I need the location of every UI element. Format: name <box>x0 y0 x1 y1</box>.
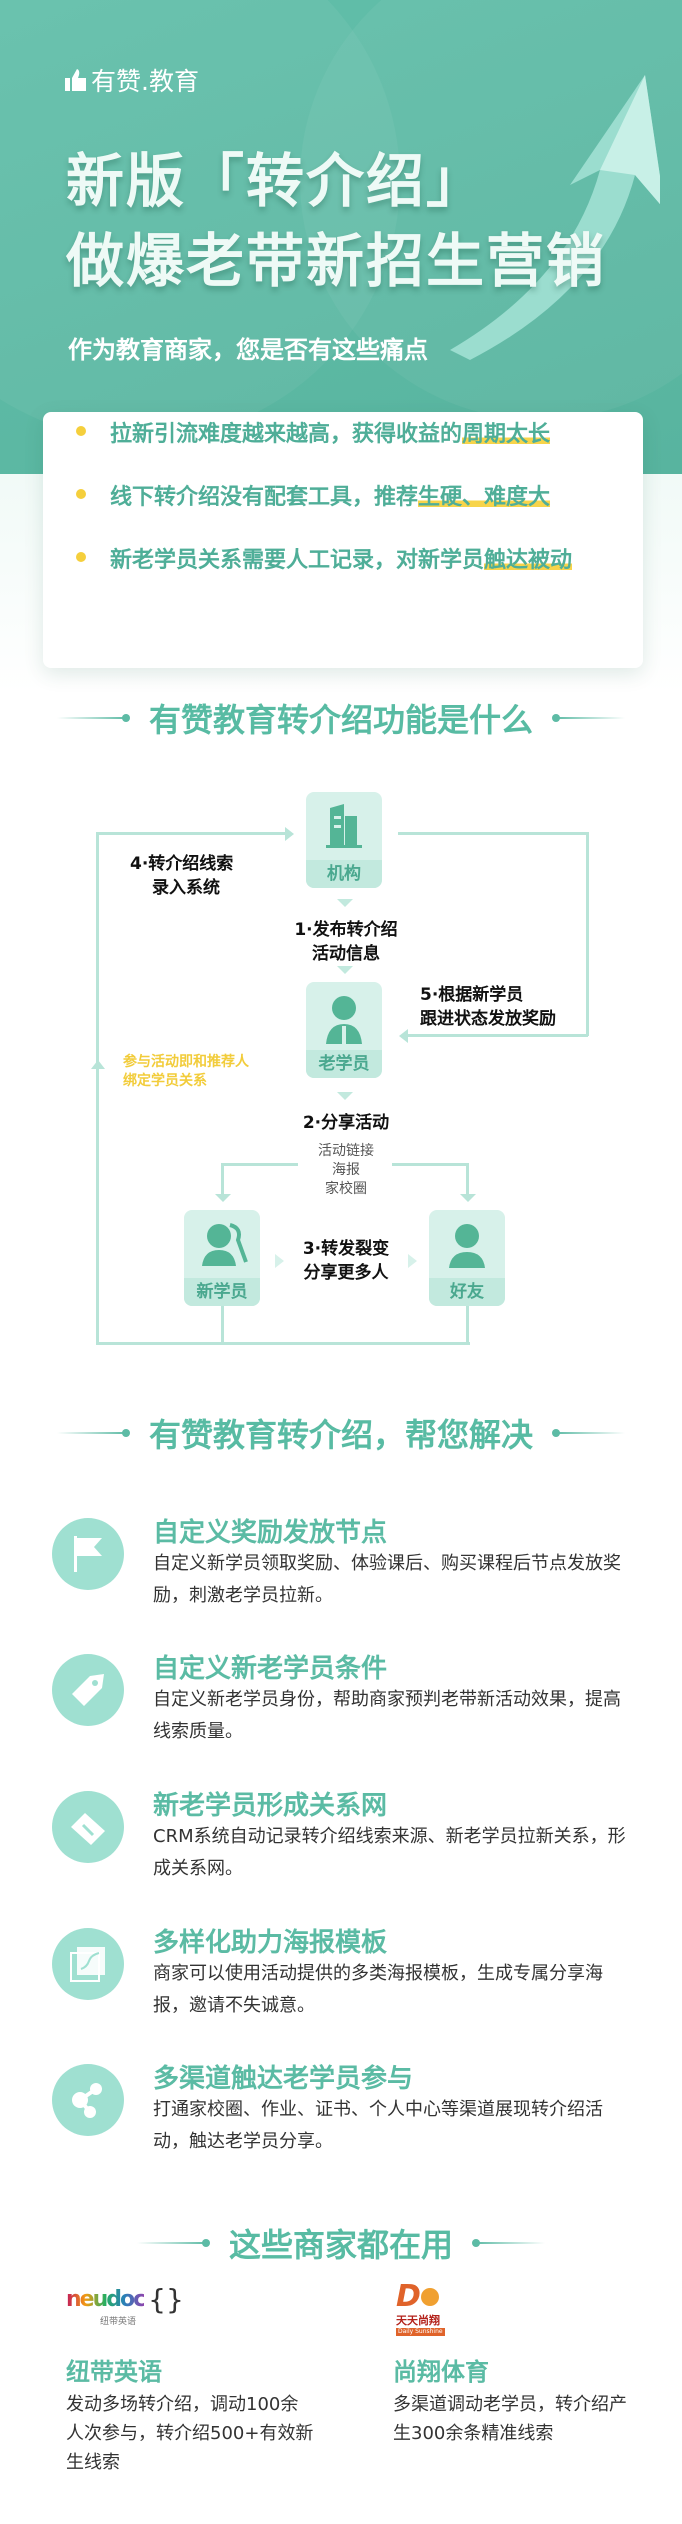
logo-caption: 纽带英语 <box>100 2317 137 2327</box>
bullet-dot <box>76 552 86 562</box>
handshake-icon <box>52 1791 124 1863</box>
arrow-down-icon <box>337 899 353 907</box>
step5-label: 5·根据新学员跟进状态发放奖励 <box>420 985 556 1029</box>
logo-text: 有赞.教育 <box>91 67 199 96</box>
building-icon <box>326 804 362 848</box>
flow-line <box>221 1163 224 1195</box>
headline-line2: 做爆老带新招生营销 <box>66 227 607 295</box>
hero-banner: 有赞.教育 新版「转介绍」 做爆老带新招生营销 作为教育商家，您是否有这些痛点 <box>0 0 682 474</box>
divider <box>56 714 130 722</box>
divider <box>552 714 625 722</box>
step2-label: 2·分享活动 <box>302 1113 390 1133</box>
arrow-down-icon <box>337 966 353 974</box>
bullet-dot <box>76 426 86 436</box>
flow-line <box>392 1163 469 1166</box>
flow-line <box>96 832 99 1344</box>
feature-title: 多样化助力海报模板 <box>153 1928 388 1958</box>
pain-point-highlight: 触达被动 <box>484 548 573 573</box>
merchants-section-title: 这些商家都在用 <box>0 2220 682 2266</box>
divider <box>56 1429 130 1437</box>
logo-braces: {} <box>148 2283 184 2316</box>
flow-line <box>221 1306 224 1344</box>
binding-note: 参与活动即和推荐人绑定学员关系 <box>123 1054 249 1089</box>
flow-line <box>96 832 286 835</box>
arrow-right-icon <box>285 827 294 841</box>
merchant-desc: 多渠道调动老学员，转介绍产生300余条精准线索 <box>393 2394 627 2444</box>
divider <box>136 2239 210 2247</box>
merchant-name: 纽带英语 <box>66 2358 162 2386</box>
pain-point-item: 拉新引流难度越来越高，获得收益的周期太长 <box>110 422 551 447</box>
logo-wordmark: 天天尚翔 <box>396 2314 440 2327</box>
step4-label: 4·转介绍线索录入系统 <box>130 854 234 898</box>
node-label: 好友 <box>429 1278 505 1306</box>
share-channels: 活动链接海报家校圈 <box>318 1143 374 1197</box>
brand-logo: 有赞.教育 <box>65 62 199 98</box>
pain-points-card <box>43 412 643 668</box>
pain-point-highlight: 周期太长 <box>462 422 551 447</box>
node-label: 新学员 <box>184 1278 260 1306</box>
tag-icon <box>52 1654 124 1726</box>
feature-title: 多渠道触达老学员参与 <box>153 2064 414 2094</box>
arrow-right-icon <box>275 1254 284 1268</box>
shangxiang-logo: D 天天尚翔 Daily Sunshine <box>396 2280 466 2336</box>
feature-title: 新老学员形成关系网 <box>153 1791 388 1821</box>
flag-icon <box>52 1518 124 1590</box>
feature-desc: 商家可以使用活动提供的多类海报模板，生成专属分享海报，邀请不失诚意。 <box>153 1963 603 2016</box>
pain-points-subtitle: 作为教育商家，您是否有这些痛点 <box>68 336 428 364</box>
feature-title: 自定义新老学员条件 <box>153 1654 388 1684</box>
divider <box>552 1429 625 1437</box>
feature-title: 自定义奖励发放节点 <box>153 1518 388 1548</box>
node-friend: 好友 <box>429 1210 505 1306</box>
merchant-desc: 发动多场转介绍，调动100余人次参与，转介绍500+有效新生线索 <box>66 2394 314 2473</box>
flow-line <box>586 832 589 1036</box>
up-arrow-graphic <box>450 75 660 360</box>
arrow-down-icon <box>460 1194 476 1202</box>
step3-label: 3·转发裂变分享更多人 <box>302 1239 390 1283</box>
pain-point-item: 新老学员关系需要人工记录，对新学员触达被动 <box>110 548 573 573</box>
person-icon <box>326 996 362 1044</box>
users-icon <box>202 1223 248 1266</box>
bullet-dot <box>76 489 86 499</box>
node-old-student: 老学员 <box>306 982 382 1078</box>
flow-line <box>96 1342 470 1345</box>
arrow-right-icon <box>408 1254 417 1268</box>
merchant-name: 尚翔体育 <box>393 2358 489 2386</box>
arrow-up-icon <box>91 1060 105 1069</box>
flow-line <box>466 1163 469 1195</box>
thumbs-up-icon <box>65 69 86 91</box>
pain-point-item: 线下转介绍没有配套工具，推荐生硬、难度大 <box>110 485 551 510</box>
feature-desc: 自定义新学员领取奖励、体验课后、购买课程后节点发放奖励，刺激老学员拉新。 <box>153 1553 621 1606</box>
feature-desc: CRM系统自动记录转介绍线索来源、新老学员拉新关系，形成关系网。 <box>153 1826 626 1879</box>
arrow-down-icon <box>337 1092 353 1100</box>
flow-line <box>398 832 588 835</box>
arrow-down-icon <box>215 1194 231 1202</box>
arrow-left-icon <box>399 1029 408 1043</box>
neudoc-logo: neudoc{} 纽带英语 <box>66 2284 206 2328</box>
share-icon <box>52 2064 124 2136</box>
flow-line <box>221 1163 298 1166</box>
poster-icon <box>52 1928 124 2000</box>
node-org: 机构 <box>306 792 382 888</box>
person-icon <box>449 1224 485 1268</box>
node-label: 机构 <box>306 860 382 888</box>
pain-point-highlight: 生硬、难度大 <box>418 485 551 510</box>
logo-caption: Daily Sunshine <box>396 2328 445 2336</box>
node-new-student: 新学员 <box>184 1210 260 1306</box>
logo-mark: D <box>396 2280 439 2314</box>
flow-line <box>408 1034 588 1037</box>
features-section-title: 有赞教育转介绍，帮您解决 <box>0 1410 682 1456</box>
node-label: 老学员 <box>306 1050 382 1078</box>
feature-desc: 打通家校圈、作业、证书、个人中心等渠道展现转介绍活动，触达老学员分享。 <box>153 2099 603 2152</box>
flow-line <box>466 1306 469 1344</box>
feature-desc: 自定义新老学员身份，帮助商家预判老带新活动效果，提高线索质量。 <box>153 1689 621 1742</box>
headline-line1: 新版「转介绍」 <box>66 147 487 215</box>
logo-wordmark: neudoc <box>66 2284 146 2316</box>
step1-label: 1·发布转介绍活动信息 <box>294 920 398 964</box>
divider <box>472 2239 545 2247</box>
flow-section-title: 有赞教育转介绍功能是什么 <box>0 695 682 741</box>
